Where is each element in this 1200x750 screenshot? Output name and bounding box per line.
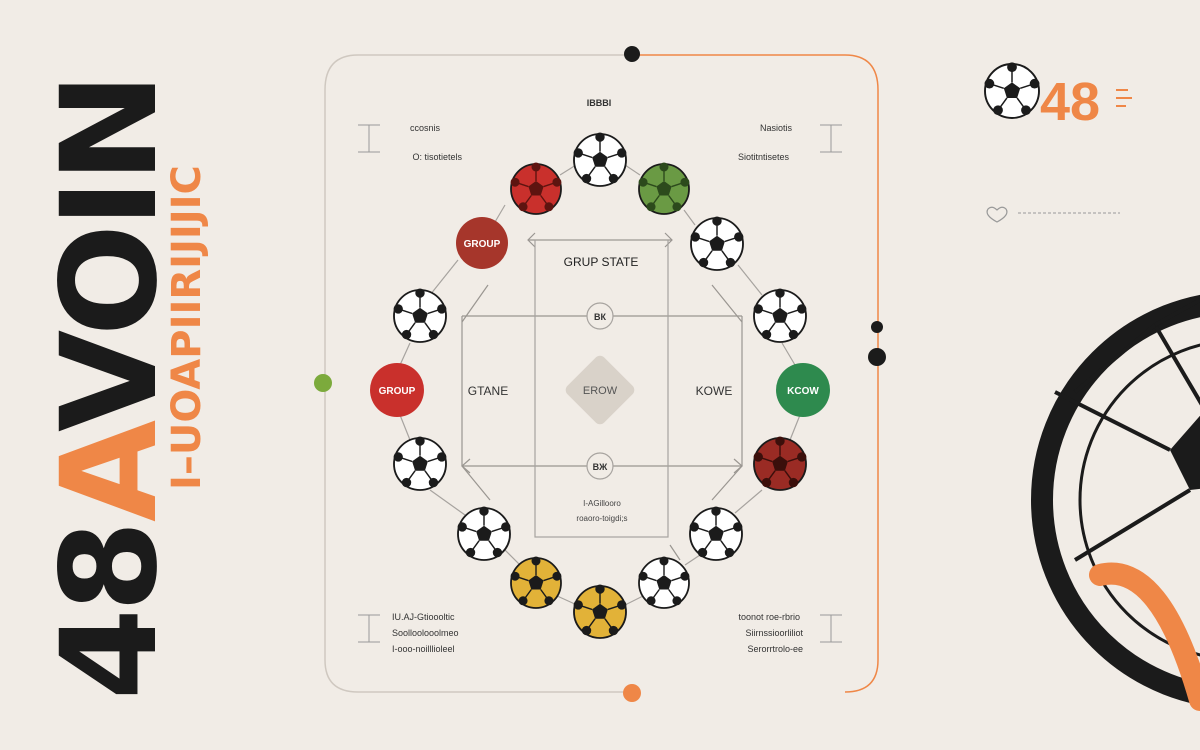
soccer-ball-icon [457, 506, 511, 561]
note-bottom-left-1: IU.AJ-Gtioooltic [392, 612, 455, 622]
corner-note-bottom-right [820, 614, 842, 643]
soccer-ball-icon [984, 62, 1040, 119]
soccer-ball-icon [510, 556, 562, 609]
center-top-node-label: ВК [594, 312, 606, 322]
side-title-letter: A [33, 420, 187, 522]
logo-accent-lines [1116, 89, 1132, 107]
soccer-ball-icon [690, 216, 744, 271]
center-bottom-node [586, 452, 614, 480]
header-marker: IBBBI [587, 98, 612, 108]
group-node-right-label: KCOW [787, 386, 819, 397]
note-bottom-left-2: Soolloolooolmeo [392, 628, 459, 638]
group-node-top-left [456, 217, 508, 269]
side-title-word: VOIN [33, 76, 187, 432]
big-soccer-ball-icon [1031, 294, 1200, 711]
soccer-ball-icon [393, 436, 447, 491]
center-footnote-1: I-AGillooro [583, 499, 621, 508]
side-subtitle: I–UOAPIIRIJIJIC [164, 165, 210, 490]
group-node-top-left-label: GROUP [464, 239, 501, 250]
side-title-number: 48 [33, 524, 187, 700]
group-node-left [370, 363, 424, 417]
accent-dot-left [314, 374, 332, 392]
frame-orange-edge [632, 54, 879, 693]
soccer-ball-icon [573, 584, 627, 639]
note-top-left-2: O: tisotietels [412, 152, 462, 162]
soccer-ball-icon [753, 288, 807, 343]
side-title: 48 A VOIN [33, 76, 187, 700]
right-stage-label: KOWE [696, 384, 733, 398]
note-bottom-right-1: toonot roe-rbrio [738, 612, 800, 622]
group-node-right [776, 363, 830, 417]
note-bottom-left-3: I-ooo-noilllioleel [392, 644, 455, 654]
soccer-ball-icon [393, 288, 447, 343]
soccer-balls-ring [393, 132, 807, 639]
group-node-left-label: GROUP [379, 386, 416, 397]
center-footnote-2: roaoro-toigdi;s [576, 514, 627, 523]
center-diamond [565, 355, 635, 425]
corner-note-bottom-left [358, 614, 380, 643]
center-panel-title: GRUP STATE [564, 255, 639, 269]
note-bottom-right-2: Siirnssioorliliot [745, 628, 803, 638]
accent-dot-right-2 [868, 348, 886, 366]
soccer-ball-icon [753, 436, 807, 491]
heart-icon [986, 206, 1008, 223]
accent-dot-right-1 [871, 321, 883, 333]
note-top-right-2: Siotitntisetes [738, 152, 790, 162]
soccer-ball-icon [689, 506, 743, 561]
soccer-ball-icon [638, 162, 690, 215]
center-top-node [586, 302, 614, 330]
accent-dot-top [624, 46, 640, 62]
soccer-ball-icon [510, 162, 562, 215]
corner-note-top-right [820, 124, 842, 153]
side-subtitle-text: I–UOAPIIRIJIJIC [164, 165, 210, 490]
corner-note-top-left [358, 124, 380, 153]
center-panel [534, 239, 669, 538]
soccer-ball-icon [573, 132, 627, 187]
logo-soccer-ball-icon [984, 62, 1040, 119]
note-top-left-1: ccosnis [410, 123, 441, 133]
logo-number: 48 [1040, 72, 1100, 132]
note-bottom-right-3: Serorrtrolo-ee [747, 644, 803, 654]
logo: 48 [984, 62, 1132, 132]
note-top-right-1: Nasiotis [760, 123, 793, 133]
soccer-ball-icon [638, 556, 690, 609]
heart-divider [986, 206, 1120, 223]
center-bottom-node-label: BЖ [593, 462, 608, 472]
center-diamond-label: EROW [583, 385, 618, 397]
ring-connectors [399, 164, 801, 606]
accent-dot-bottom [623, 684, 641, 702]
left-stage-label: GTANE [468, 384, 508, 398]
